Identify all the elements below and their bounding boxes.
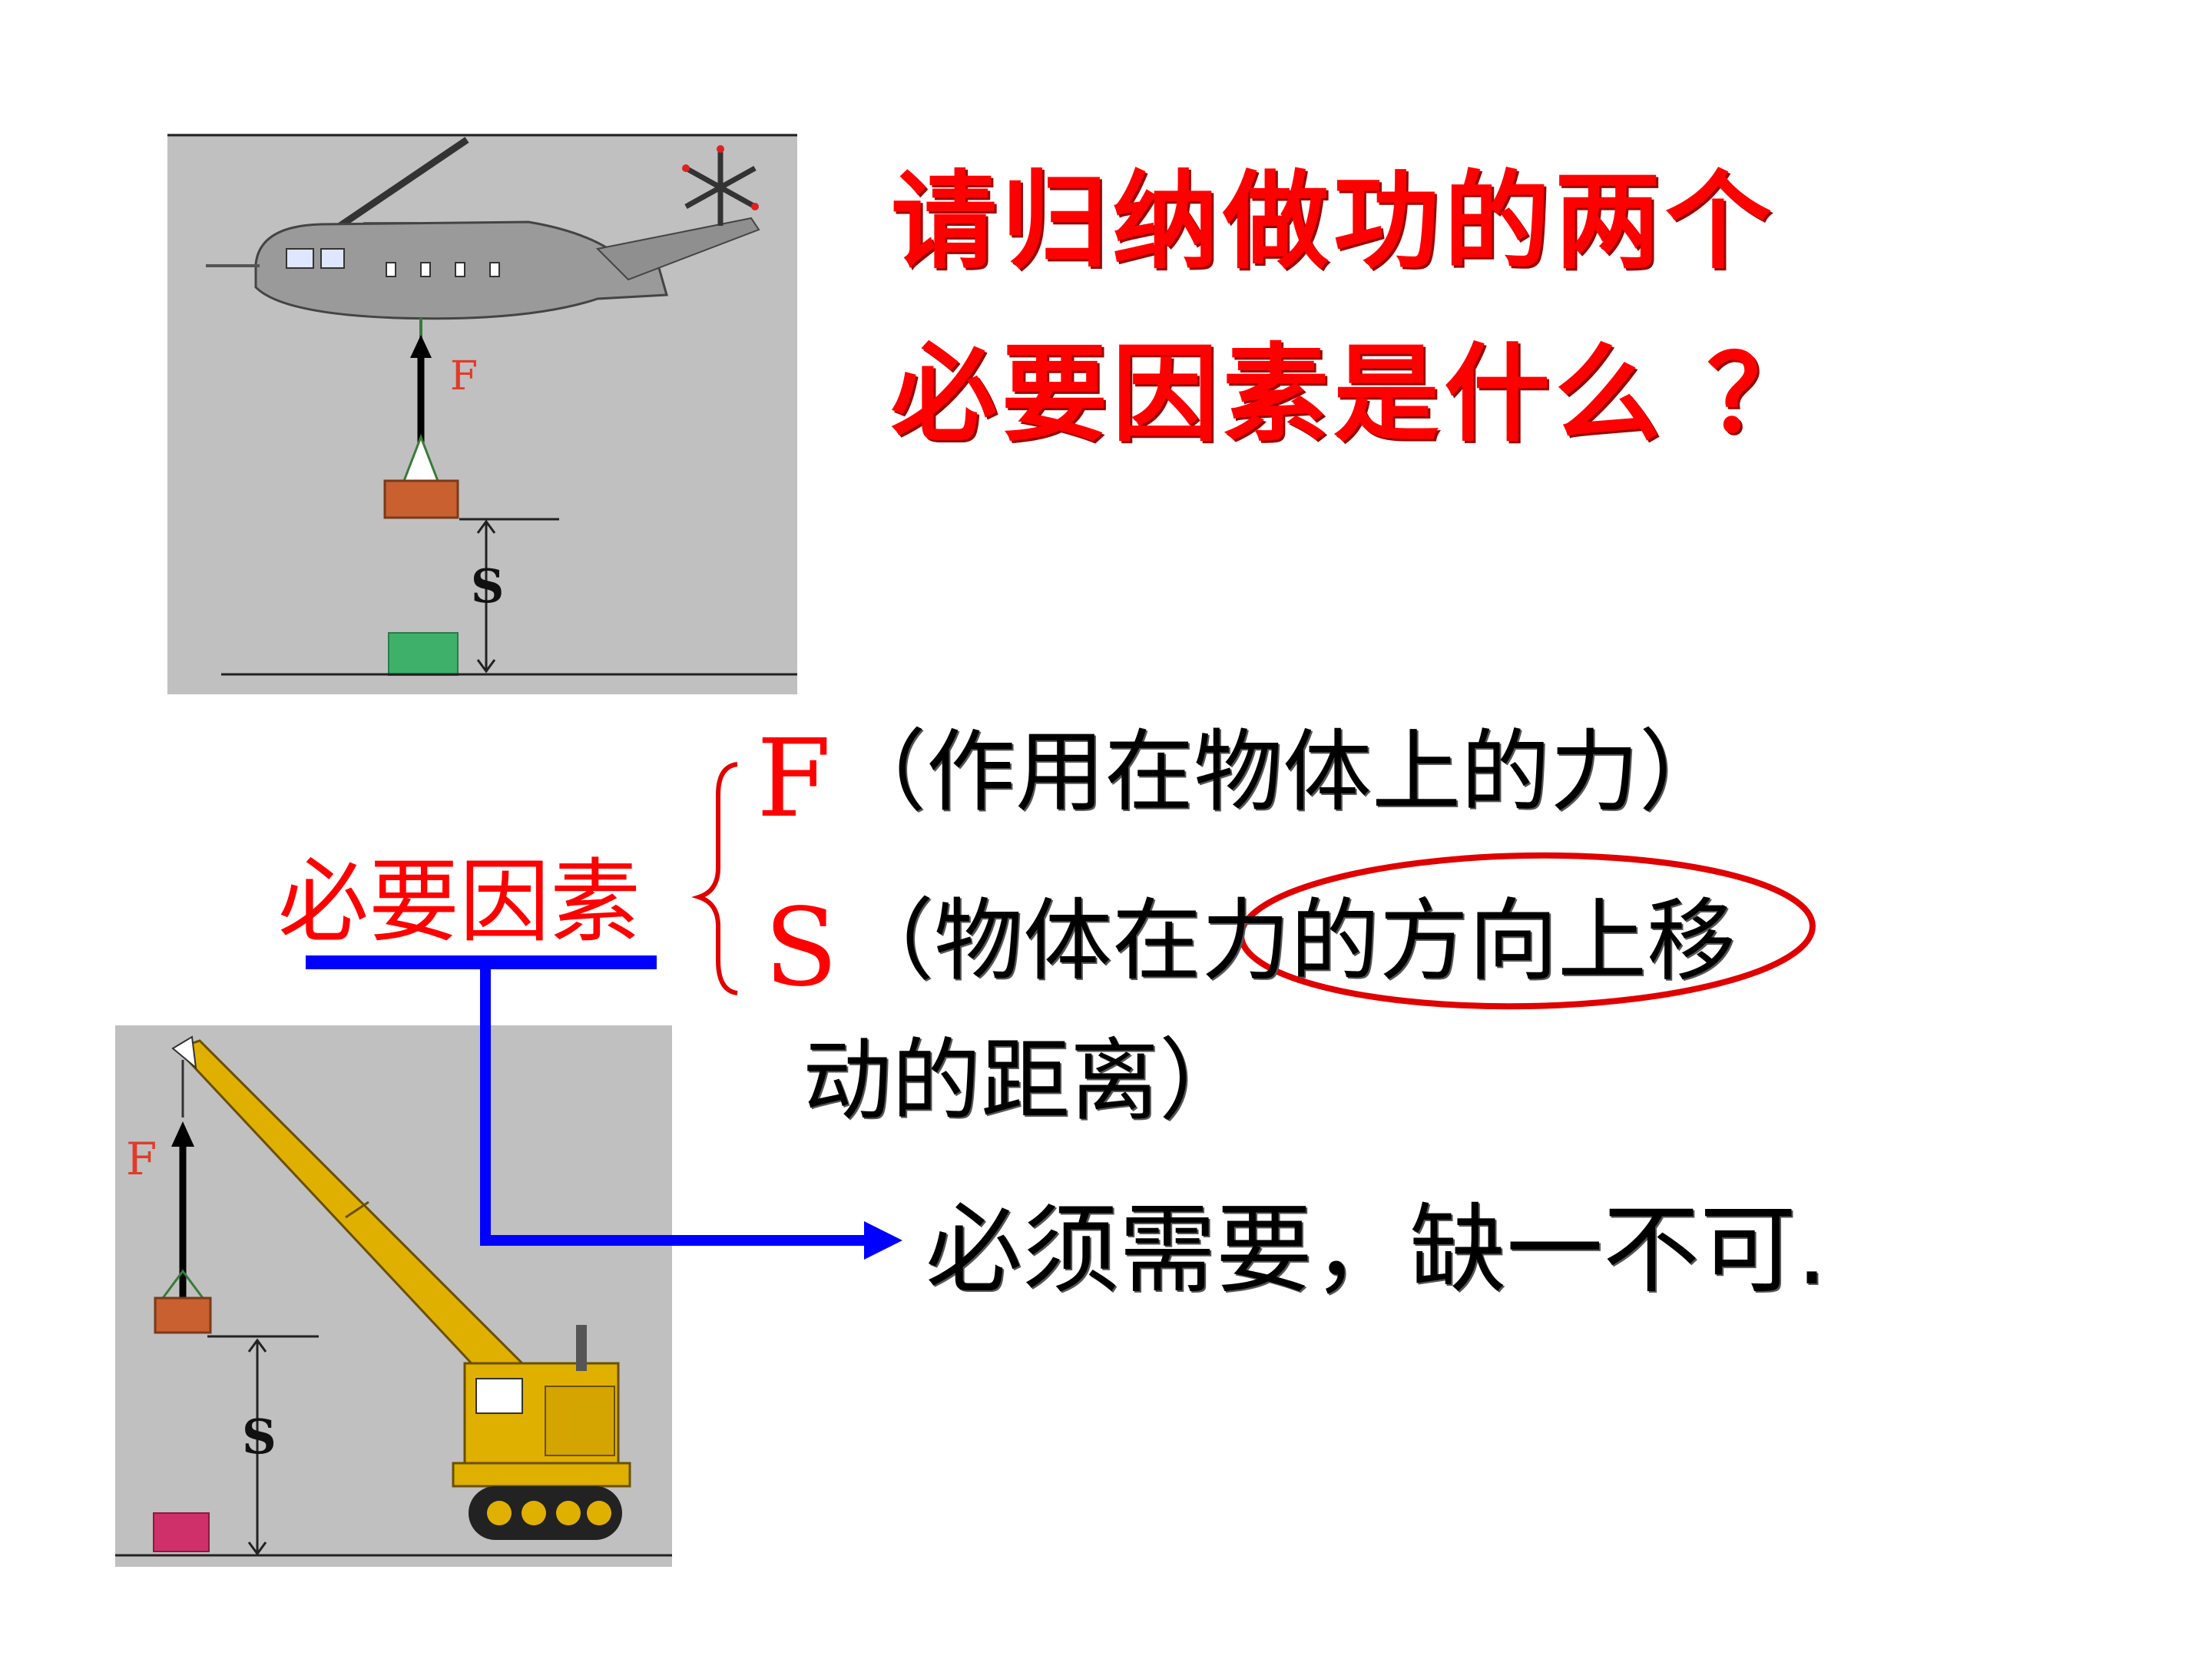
conclusion-text: 必须需要，缺一不可. <box>926 1194 1828 1306</box>
helicopter-illustration: F S <box>167 134 797 694</box>
crane-distance-label: S <box>242 1409 276 1465</box>
helicopter-force-label: F <box>450 353 478 399</box>
crane-graphic <box>115 1035 672 1557</box>
factor-distance-letter: S <box>764 886 838 1011</box>
factor-distance-description: （物体在力的方向上移 <box>845 889 1736 993</box>
crane-illustration: F S <box>115 1025 672 1567</box>
connector-arrowhead <box>864 1221 902 1260</box>
helicopter-graphic <box>167 134 797 676</box>
heading-line-2: 必要因素是什么 ？ <box>891 333 1818 456</box>
curly-bracket <box>691 762 738 995</box>
crane-force-label: F <box>126 1133 157 1185</box>
necessary-factors-label: 必要因素 <box>278 849 641 955</box>
heading-line-1: 请归纳做功的两个 <box>891 160 1777 283</box>
factor-force-description: （作用在物体上的力） <box>837 720 1728 824</box>
factor-distance-description-cont: 动的距离） <box>803 1029 1248 1133</box>
factor-force-letter: F <box>757 717 832 842</box>
helicopter-distance-label: S <box>471 560 505 614</box>
